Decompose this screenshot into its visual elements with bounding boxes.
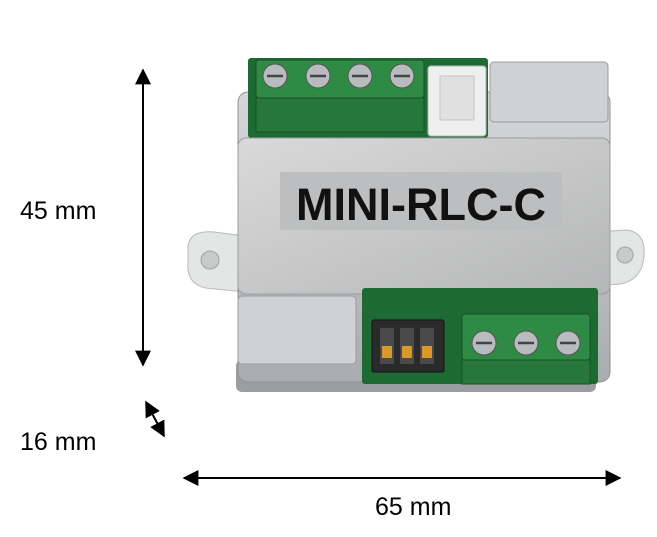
dip-switch-block bbox=[371, 319, 445, 373]
white-connector bbox=[427, 65, 487, 137]
screw-icon bbox=[305, 63, 331, 89]
depth-dimension-label: 16 mm bbox=[20, 428, 97, 456]
screw-icon bbox=[513, 330, 539, 356]
width-dimension-label: 65 mm bbox=[375, 493, 452, 521]
screw-icon bbox=[555, 330, 581, 356]
label-background bbox=[280, 172, 562, 230]
screw-icon bbox=[389, 63, 415, 89]
housing-bottom-block bbox=[237, 295, 357, 365]
screw-icon bbox=[262, 63, 288, 89]
screw-icon bbox=[471, 330, 497, 356]
model-label: MINI-RLC-C bbox=[296, 179, 546, 230]
depth-dimension-arrow bbox=[145, 400, 165, 438]
housing-top-block bbox=[489, 61, 609, 123]
top-terminal-block bbox=[255, 59, 425, 133]
screw-icon bbox=[347, 63, 373, 89]
bottom-terminal-block bbox=[461, 313, 591, 385]
height-dimension-label: 45 mm bbox=[20, 197, 97, 225]
mounting-ear-left bbox=[187, 231, 246, 293]
